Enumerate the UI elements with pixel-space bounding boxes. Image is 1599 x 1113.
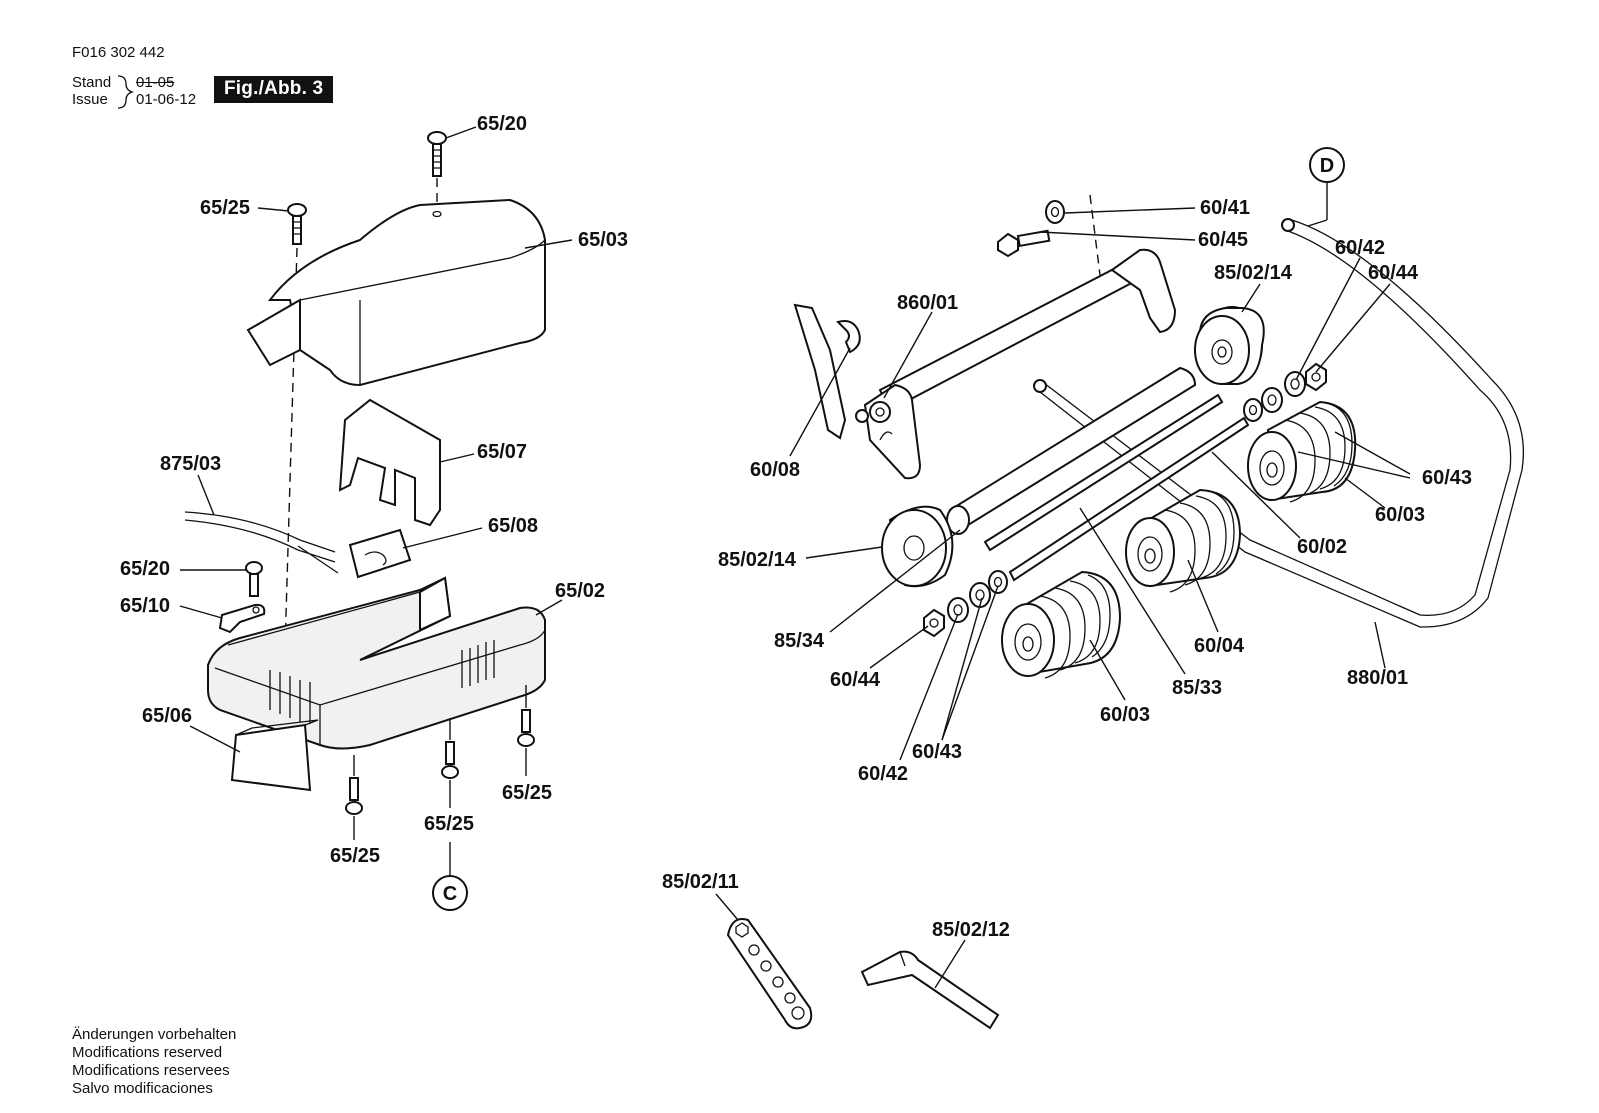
label-60-44-top: 60/44 (1368, 262, 1419, 284)
switch-65-08 (348, 528, 412, 579)
label-880-01: 880/01 (1347, 667, 1408, 689)
axis-line (1089, 194, 1101, 276)
marker-d: D (1320, 155, 1334, 177)
stand-label: Stand (72, 74, 112, 91)
d-leader-end (1307, 219, 1328, 227)
label-65-06: 65/06 (142, 705, 192, 727)
label-65-07: 65/07 (477, 441, 527, 463)
label-65-20-top: 65/20 (477, 113, 527, 135)
label-65-25-b2: 65/25 (424, 813, 474, 835)
label-85-34: 85/34 (774, 630, 825, 652)
screw-65-25-b1 (345, 755, 363, 815)
label-65-25-top: 65/25 (200, 197, 250, 219)
footer-line-es: Salvo modificaciones (72, 1080, 213, 1097)
footer-line-fr: Modifications reservees (72, 1062, 230, 1079)
rod-85-33 (983, 393, 1250, 582)
block-65-06 (230, 719, 319, 792)
marker-c-circle (432, 875, 468, 911)
screw-65-25-top (287, 203, 307, 245)
cable-875-03 (184, 511, 339, 574)
label-60-03-bottom: 60/03 (1100, 704, 1150, 726)
label-60-44-bottom: 60/44 (830, 669, 881, 691)
roller-60-03-bottom (1001, 570, 1122, 679)
label-65-25-b1: 65/25 (330, 845, 380, 867)
roller-60-04 (1125, 488, 1242, 593)
stand-date: 01-05 (136, 74, 175, 91)
marker-c: C (443, 883, 457, 905)
label-60-03-right: 60/03 (1375, 504, 1425, 526)
figure-badge: Fig./Abb. 3 (214, 76, 334, 103)
label-60-04: 60/04 (1194, 635, 1245, 657)
marker-d-circle (1309, 147, 1345, 183)
wheel-85-02-14-left (881, 505, 954, 588)
label-65-02: 65/02 (555, 580, 605, 602)
footer-line-de: Änderungen vorbehalten (72, 1026, 237, 1043)
hexkey-85-02-12 (860, 950, 1000, 1030)
tool-85-02-11 (726, 918, 813, 1030)
leader-lines (179, 126, 1411, 989)
shield-65-07 (338, 398, 441, 527)
label-60-45: 60/45 (1198, 229, 1248, 251)
label-85-33: 85/33 (1172, 677, 1222, 699)
label-60-08: 60/08 (750, 459, 800, 481)
issue-label: Issue (72, 91, 108, 108)
label-85-02-14-left: 85/02/14 (718, 549, 797, 571)
tube-upper (946, 366, 1197, 535)
bracket-60-08 (793, 303, 869, 440)
label-65-08: 65/08 (488, 515, 538, 537)
frame-860-01 (863, 248, 1177, 480)
part-labels: 65/20 65/25 65/03 65/07 875/03 65/08 65/… (120, 113, 1472, 941)
label-65-10: 65/10 (120, 595, 170, 617)
screw-65-20-mid (245, 561, 263, 597)
bolt-60-45 (997, 229, 1051, 258)
label-85-02-14-top: 85/02/14 (1214, 262, 1293, 284)
base-65-02 (207, 576, 546, 750)
issue-date: 01-06-12 (136, 91, 197, 108)
label-60-42-bottom: 60/42 (858, 763, 908, 785)
footer-line-en: Modifications reserved (72, 1044, 223, 1061)
label-60-02: 60/02 (1297, 536, 1347, 558)
screw-65-20-top (427, 131, 447, 177)
washer-60-41 (1045, 200, 1065, 224)
handle-880-01 (1033, 218, 1525, 628)
label-875-03: 875/03 (160, 453, 221, 475)
footer-notice: Änderungen vorbehalten Modifications res… (72, 1026, 236, 1098)
document-number: F016 302 442 (72, 44, 165, 61)
label-60-41: 60/41 (1200, 197, 1250, 219)
label-60-43-bottom: 60/43 (912, 741, 962, 763)
screw-65-25-b2 (441, 718, 459, 779)
washers-right (1243, 362, 1327, 422)
clamp-65-10 (218, 603, 266, 634)
label-65-20-mid: 65/20 (120, 558, 170, 580)
roller-60-03-right (1247, 400, 1357, 503)
label-85-02-11: 85/02/11 (662, 871, 739, 893)
label-860-01: 860/01 (897, 292, 958, 314)
label-60-42-top: 60/42 (1335, 237, 1385, 259)
cover-65-03 (246, 198, 546, 387)
label-65-03: 65/03 (578, 229, 628, 251)
label-60-43-right: 60/43 (1422, 467, 1472, 489)
brace-mark (117, 75, 135, 109)
washers-left (923, 570, 1008, 638)
screw-65-25-b3 (517, 685, 535, 747)
label-85-02-12: 85/02/12 (932, 919, 1010, 941)
label-65-25-b3: 65/25 (502, 782, 552, 804)
wheel-85-02-14-top (1194, 306, 1265, 385)
